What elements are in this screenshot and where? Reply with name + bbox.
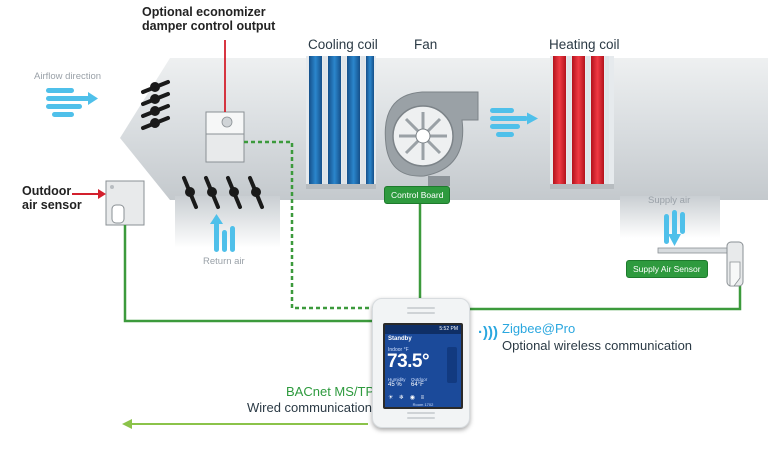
heating-coil-label: Heating coil: [549, 37, 620, 52]
bacnet-label: BACnet MS/TP: [286, 384, 375, 399]
screen-temperature: 73.5°: [387, 351, 430, 372]
fan-label: Fan: [414, 37, 438, 52]
airflow-arrows-fan: [490, 108, 538, 137]
return-air-duct: [175, 196, 280, 248]
economizer-actuator: [205, 111, 245, 163]
airflow-arrows-return: [210, 214, 235, 252]
outdoor-air-sensor-label: Outdoor air sensor: [22, 184, 82, 213]
economizer-label: Optional economizer damper control outpu…: [142, 5, 276, 34]
supply-sensor-wire: [468, 286, 742, 311]
screen-room-label: Room 1702: [412, 402, 434, 407]
outdoor-sensor-wire: [123, 225, 378, 323]
screen-humidity-label: Humidity: [388, 377, 406, 382]
cooling-coil-label: Cooling coil: [308, 37, 378, 52]
zigbee-label: Zigbee@Pro: [502, 321, 576, 336]
airflow-direction-label: Airflow direction: [34, 71, 102, 82]
cooling-coil: [306, 56, 376, 189]
airflow-arrows-inlet: [46, 88, 98, 117]
heating-coil: [550, 56, 614, 189]
vent-slot: [407, 307, 435, 309]
wireless-icon: ·))): [478, 324, 498, 341]
screen-outdoor-label: Outdoor: [411, 377, 428, 382]
fan: [384, 91, 479, 186]
airflow-arrows-supply: [664, 210, 685, 246]
return-air-dampers: [182, 176, 264, 209]
screen-menu-icons[interactable]: ☀ ❄ ◉ ≡: [388, 395, 427, 401]
outdoor-sensor-arrow: [98, 189, 106, 199]
screen-humidity-value: 45 %: [388, 382, 402, 388]
wireless-label: Optional wireless communication: [502, 338, 693, 353]
outdoor-air-sensor: [105, 180, 145, 226]
screen-outdoor-value: 64°F: [411, 382, 424, 388]
control-board-tag: Control Board: [384, 186, 451, 204]
vent-slot: [407, 417, 435, 419]
setpoint-buttons[interactable]: [447, 347, 457, 383]
return-air-label: Return air: [203, 256, 245, 267]
vent-slot: [407, 412, 435, 414]
economizer-wire: [244, 140, 378, 310]
thermostat: 5:52 PM Standby Indoor °F 73.5° Humidity…: [372, 298, 470, 428]
supply-air-sensor: [657, 241, 744, 287]
supply-air-duct: [620, 196, 720, 238]
economizer-dampers: [141, 80, 170, 130]
wired-label: Wired communication: [247, 400, 372, 415]
screen-mode: Standby: [388, 336, 412, 342]
vent-slot: [407, 312, 435, 314]
screen-status-bar: 5:52 PM: [385, 325, 461, 334]
thermostat-screen[interactable]: 5:52 PM Standby Indoor °F 73.5° Humidity…: [383, 323, 463, 409]
bacnet-arrow-head: [122, 419, 132, 429]
screen-time: 5:52 PM: [439, 326, 458, 332]
supply-air-label: Supply air: [648, 195, 691, 206]
screen-indoor-label: Indoor °F: [388, 347, 409, 353]
supply-air-sensor-tag: Supply Air Sensor: [626, 260, 708, 278]
